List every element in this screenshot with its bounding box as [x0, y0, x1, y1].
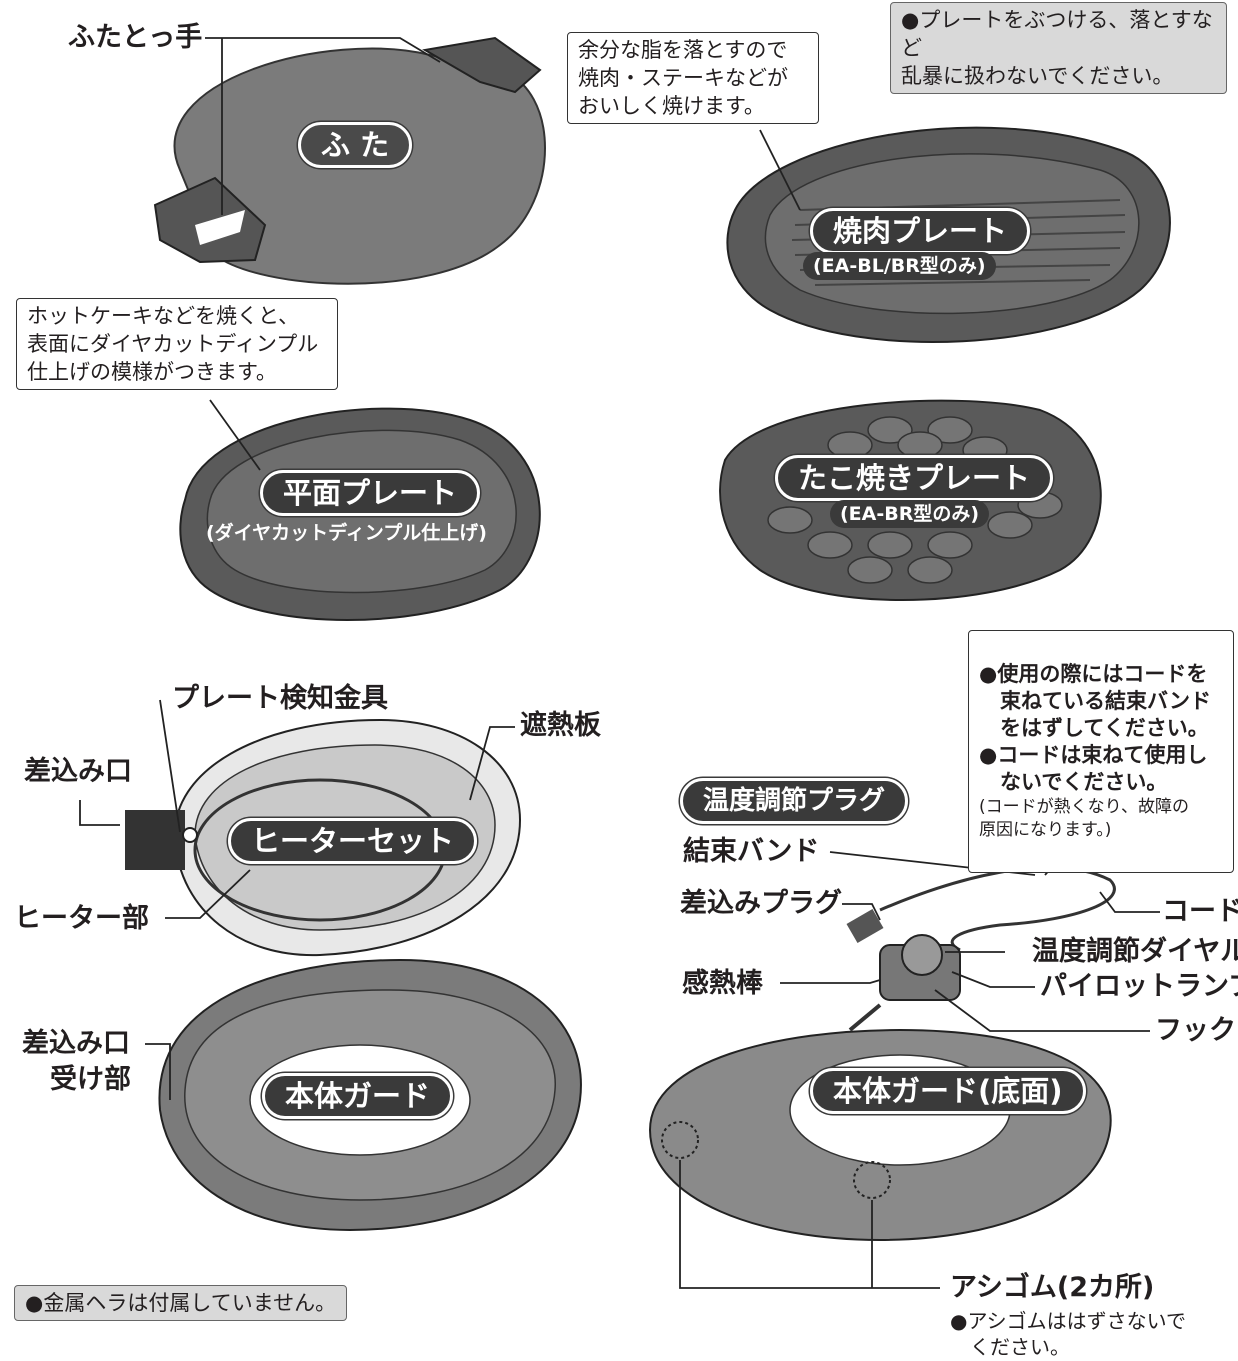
heater-label: ヒーター部	[14, 903, 149, 934]
temperature-plug-badge: 温度調節プラグ	[680, 778, 909, 824]
hook-label: フック	[1155, 1015, 1236, 1046]
lamp-label: パイロットランプ	[1040, 971, 1238, 1002]
band-label: 結束バンド	[683, 836, 820, 867]
feet-label: アシゴム(2カ所)	[950, 1272, 1155, 1303]
flat-plate-callout: ホットケーキなどを焼くと、 表面にダイヤカットディンプル 仕上げの模様がつきます…	[16, 298, 338, 390]
sensor-label: 感熱棒	[682, 968, 763, 999]
cord-notes: ●使用の際にはコードを 束ねている結束バンド をはずしてください。 ●コードは束…	[968, 630, 1234, 873]
body-guard-badge: 本体ガード	[262, 1073, 454, 1119]
flat-plate-finish: (ダイヤカットディンプル仕上げ)	[206, 522, 487, 544]
handle-warning-note: ●プレートをぶつける、落とすなど 乱暴に扱わないでください。	[890, 2, 1227, 94]
plug-label: 差込みプラグ	[680, 888, 842, 919]
detector-label: プレート検知金具	[172, 683, 388, 714]
lid-handle-label: ふたとっ手	[68, 22, 203, 53]
heat-shield-label: 遮熱板	[520, 710, 601, 741]
inlet-receiver-label-1: 差込み口	[22, 1028, 130, 1059]
flat-plate-badge: 平面プレート	[260, 470, 481, 516]
inlet-receiver-label-2: 受け部	[50, 1064, 131, 1095]
cord-notes-main: ●使用の際にはコードを 束ねている結束バンド をはずしてください。 ●コードは束…	[979, 662, 1212, 794]
feet-note: ●アシゴムははずさないで ください。	[950, 1309, 1187, 1359]
yakiniku-callout: 余分な脂を落とすので 焼肉・ステーキなどが おいしく焼けます。	[567, 32, 819, 124]
yakiniku-plate-badge: 焼肉プレート	[810, 208, 1031, 254]
yakiniku-model-badge: (EA-BL/BR型のみ)	[803, 252, 996, 280]
cord-notes-small: (コードが熱くなり、故障の 原因になります。)	[979, 797, 1189, 840]
body-guard-bottom-illustration	[648, 1028, 1112, 1242]
takoyaki-model-badge: (EA-BR型のみ)	[830, 500, 990, 528]
cord-label: コード	[1162, 896, 1238, 927]
takoyaki-plate-badge: たこ焼きプレート	[775, 455, 1054, 501]
spatula-note: ●金属ヘラは付属していません。	[14, 1285, 348, 1321]
inlet-label: 差込み口	[24, 756, 132, 787]
body-guard-bottom-badge: 本体ガード(底面)	[810, 1068, 1086, 1114]
dial-label: 温度調節ダイヤル	[1032, 936, 1238, 967]
heater-set-badge: ヒーターセット	[228, 818, 478, 864]
lid-name-badge: ふ た	[298, 122, 413, 168]
temperature-plug-illustration	[846, 866, 1116, 1032]
